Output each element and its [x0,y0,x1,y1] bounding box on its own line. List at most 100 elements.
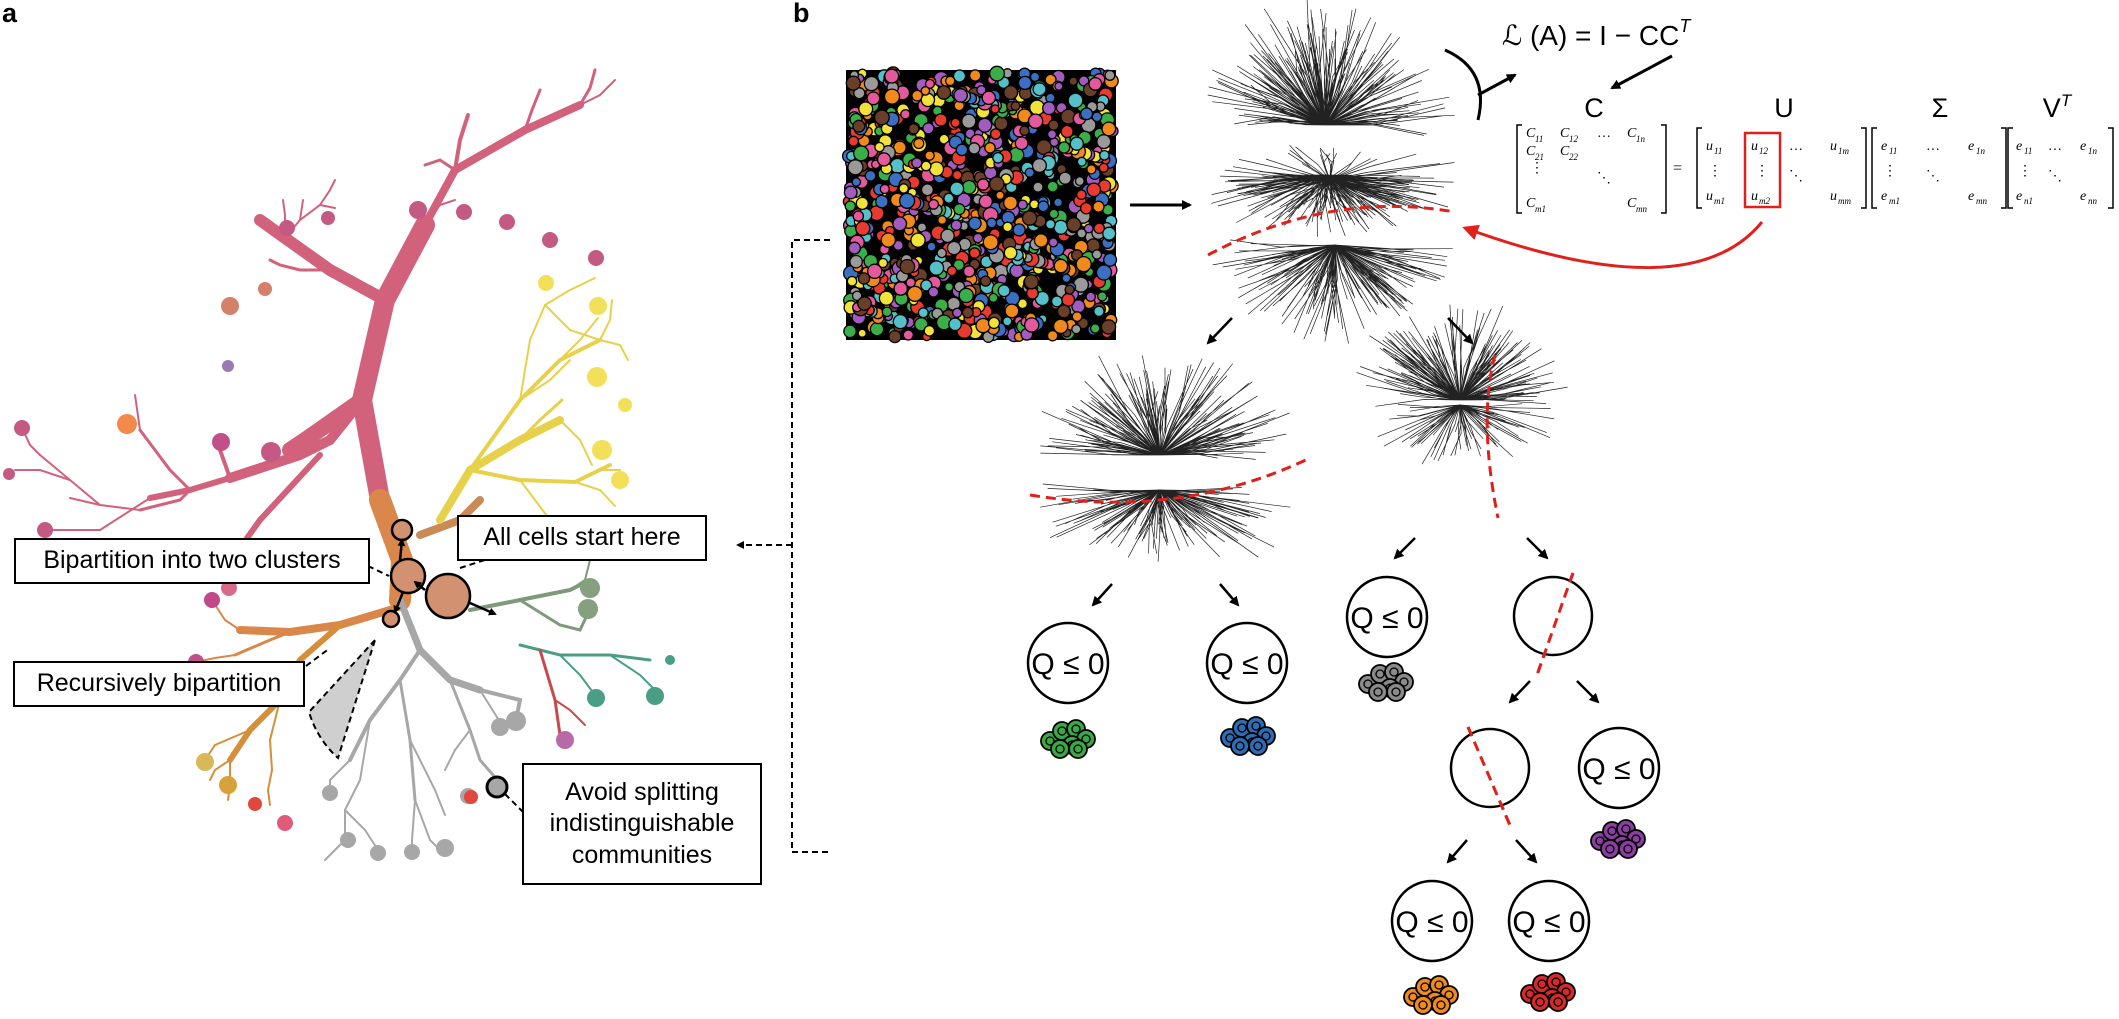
matrix-c-name: C [1584,93,1604,123]
svg-text:u: u [1751,189,1758,204]
eigenvector-arrow [1462,221,1764,270]
svg-text:u: u [1706,139,1713,154]
svg-text:1n: 1n [2088,146,2098,156]
svg-text:C: C [1627,196,1637,211]
svg-text:e: e [2080,189,2086,204]
q-label: Q ≤ 0 [1031,648,1104,681]
svg-text:22: 22 [1569,152,1579,162]
svg-text:e: e [2080,139,2086,154]
svg-text:e: e [1968,139,1974,154]
svg-text:m2: m2 [1759,196,1770,206]
callout-bipartition: Bipartition into two clusters [14,538,370,584]
svg-text:e: e [1881,139,1887,154]
cell-grid [841,65,1119,344]
svg-text:1n: 1n [1976,146,1986,156]
svg-text:C: C [1526,126,1536,141]
cluster-tree [3,68,675,861]
highlighted-eigenvector [1743,131,1782,209]
child-node-left [389,557,427,595]
svg-text:…: … [1597,126,1611,141]
svg-text:nn: nn [2088,196,2098,206]
svg-text:u: u [1830,139,1837,154]
recursive-wedge [307,639,376,760]
q-node-orange: Q ≤ 0 [1390,879,1474,963]
svg-text:C: C [1526,144,1536,159]
indistinguishable-node [485,775,509,799]
matrix-v-sup: T [2061,91,2073,110]
svg-text:C: C [1627,126,1637,141]
svg-text:1n: 1n [1636,134,1646,144]
svg-text:⋱: ⋱ [2048,169,2062,184]
svg-text:C: C [1560,126,1570,141]
svg-text:…: … [2048,139,2062,154]
svg-text:⋮: ⋮ [1755,164,1769,179]
svg-text:11: 11 [1535,134,1543,144]
svg-text:e: e [1968,189,1974,204]
panel-bracket [791,239,830,853]
svg-text:⋮: ⋮ [1530,161,1544,176]
svg-text:…: … [1789,139,1803,154]
svg-text:e: e [2016,189,2022,204]
svg-text:⋱: ⋱ [1926,169,1940,184]
svg-text:C: C [1526,196,1536,211]
svg-text:C: C [1560,144,1570,159]
tree-branch-pink [14,68,616,577]
svg-text:=: = [1673,160,1682,177]
tree-branch-green [468,559,656,737]
svg-text:u: u [1706,189,1713,204]
svg-text:u: u [1751,139,1758,154]
q-node-gray: Q ≤ 0 [1345,575,1429,659]
decision-node-1 [1512,575,1594,657]
formula-arc [1444,48,1483,121]
svg-text:mm: mm [1838,196,1851,206]
q-node-blue: Q ≤ 0 [1205,621,1289,705]
matrix-v-letter: V [2043,93,2061,123]
decision-node-2 [1449,727,1531,809]
svg-text:⋮: ⋮ [2018,164,2032,179]
svg-text:12: 12 [1759,146,1769,156]
svg-text:mn: mn [1636,204,1647,214]
q-node-red: Q ≤ 0 [1507,879,1591,963]
tree-branch-gray [324,596,523,861]
child-node-upper [390,518,414,542]
child-node-lower [381,609,401,629]
tree-leaf-nodes [3,201,675,861]
formula-sup: T [1679,16,1692,36]
hierarchy-arrows [1091,317,1600,864]
q-label: Q ≤ 0 [1210,648,1283,681]
svg-text:⋮: ⋮ [1708,164,1722,179]
svg-text:mn: mn [1976,196,1987,206]
matrix-sigma-name: Σ [1932,93,1949,123]
formula-text: ℒ (A) = I − CC [1502,20,1679,51]
q-label: Q ≤ 0 [1582,753,1655,786]
callout-avoid: Avoid splitting indistinguishable commun… [522,763,762,885]
svg-text:n1: n1 [2024,196,2033,206]
svg-text:⋮: ⋮ [1883,164,1897,179]
q-label: Q ≤ 0 [1512,906,1585,939]
svg-text:e: e [2016,139,2022,154]
svg-text:⋱: ⋱ [1789,169,1803,184]
panel-label-b: b [793,0,810,28]
svg-text:m1: m1 [1714,196,1725,206]
q-label: Q ≤ 0 [1350,602,1423,635]
svg-text:…: … [1926,139,1940,154]
laplacian-formula: ℒ (A) = I − CCT [1502,16,1692,51]
svg-text:u: u [1830,189,1837,204]
svg-text:m1: m1 [1889,196,1900,206]
svg-text:12: 12 [1569,134,1579,144]
callout-recursive: Recursively bipartition [13,661,305,707]
svg-text:⋱: ⋱ [1597,171,1611,186]
matrix-u-name: U [1774,93,1794,123]
svg-text:e: e [1881,189,1887,204]
svg-text:11: 11 [1889,146,1897,156]
svg-text:11: 11 [1714,146,1722,156]
callout-start: All cells start here [457,515,707,561]
q-label: Q ≤ 0 [1395,906,1468,939]
tree-branch-yellow [436,277,629,541]
svg-text:11: 11 [2024,146,2032,156]
panel-label-a: a [2,0,18,28]
spectral-trees [1040,0,1568,562]
q-node-purple: Q ≤ 0 [1577,726,1661,810]
